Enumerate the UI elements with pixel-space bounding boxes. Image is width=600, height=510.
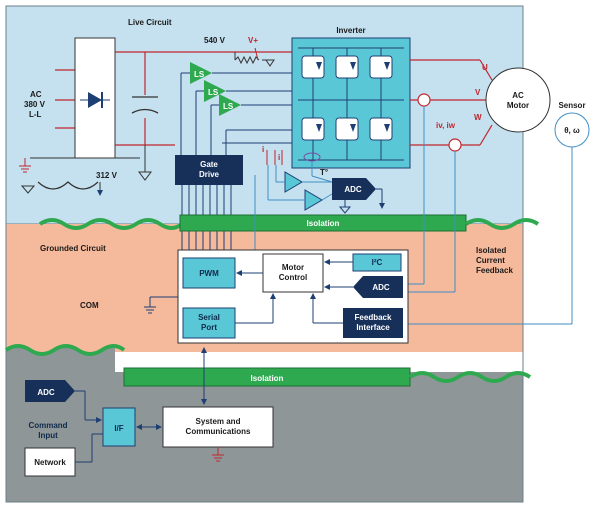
motor-label-2: Motor [507,101,529,110]
grounded-circuit-title: Grounded Circuit [40,244,106,253]
ac-motor [485,67,551,133]
ac-source-label-1: AC [30,90,42,99]
motor-control-label-2: Control [279,273,307,282]
current-sensor-v [417,93,431,107]
vplus-label: V+ [248,36,258,45]
ripple-waveform [37,181,99,190]
com-label: COM [80,301,99,310]
adc-command-label: ADC [37,388,55,397]
isolation-wave-bottom-right [408,371,532,383]
sensor-value: θ, ω [564,126,580,135]
motor-control-block [262,253,324,293]
inverter-internal-wires [298,47,404,161]
adc-top-label: ADC [344,185,362,194]
vplus-divider [234,47,275,67]
ls-label-3: LS [223,102,234,111]
ground-icon-left-2 [20,185,36,194]
com-ground [144,296,178,314]
inverter-title: Inverter [336,26,365,35]
shunt-wires [266,150,283,165]
ls-label-2: LS [208,88,219,97]
adc-command-block [25,380,75,402]
dc-bus-wires [115,51,292,146]
interface-block [102,407,136,447]
serial-port-block [182,307,236,339]
feedback-interface-label-2: Interface [356,323,390,332]
interface-label: I/F [114,424,123,433]
adc-mid-label: ADC [372,283,390,292]
isolated-feedback-label-3: Feedback [476,266,513,275]
system-comms-block [162,406,274,448]
command-input-label-2: Input [38,431,58,440]
isolation-wave-right [464,218,540,230]
current-small-2: i [278,153,280,162]
phase-w-label: W [474,113,482,122]
diode-icon [80,92,110,108]
ground-icon-left [19,158,31,173]
outer-border [5,5,524,503]
current-small-1: i [262,145,264,154]
i2c-label: I²C [372,258,383,267]
network-block [24,447,76,477]
level-shifters: LS LS LS [190,62,241,116]
adc-top-ground [338,200,352,214]
capacitor-icon [131,96,159,114]
serial-port-label-1: Serial [198,313,220,322]
igbt-switches [301,55,393,141]
dc-bus-voltage-label: 540 V [204,36,226,45]
feedback-wires [254,106,573,325]
ls-label-1: LS [194,70,205,79]
phase-v-label: V [475,88,481,97]
system-comms-label-2: Communications [186,427,251,436]
phase-u-label: U [482,63,488,72]
rectified-voltage-label: 312 V [96,171,118,180]
serial-port-label-2: Port [201,323,217,332]
motor-label-1: AC [512,91,524,100]
ls-wires [180,72,292,155]
motor-control-label-1: Motor [282,263,304,272]
ground-icon-rectifier [138,145,152,181]
amp-wires [267,161,333,201]
system-ground [212,447,224,462]
isolation-label-bottom: Isolation [251,374,284,383]
current-sensor-w [448,138,462,152]
ac-source-label-2: 380 V [24,100,46,109]
command-input-label-1: Command [28,421,67,430]
current-labels: iv, iw [436,121,456,130]
adc-mid-block [353,276,403,298]
isolated-feedback-label-2: Current [476,256,505,265]
network-label: Network [34,458,66,467]
gate-drive-label-2: Drive [199,170,220,179]
gate-drive-block [175,155,243,185]
pwm-label: PWM [199,269,219,278]
ac-input-wires [55,69,75,129]
sensor-title: Sensor [558,101,585,110]
isolation-wave-bottom-left [4,344,126,356]
isolation-label-top: Isolation [307,219,340,228]
pwm-block [182,257,236,289]
live-circuit-title: Live Circuit [128,18,172,27]
gate-drive-label-1: Gate [200,160,218,169]
controller-arrows [235,259,353,324]
isolation-wave-left [38,218,184,230]
temperature-label: T° [320,168,328,177]
isolated-feedback-label-1: Isolated [476,246,506,255]
feedback-interface-label-1: Feedback [355,313,392,322]
lower-connections [75,390,162,463]
adc-top-block [332,178,376,200]
ac-source-label-3: L-L [29,110,42,119]
feedback-interface-block [343,308,403,338]
system-comms-label-1: System and [196,417,241,426]
igbt-diode-icons [316,62,390,132]
